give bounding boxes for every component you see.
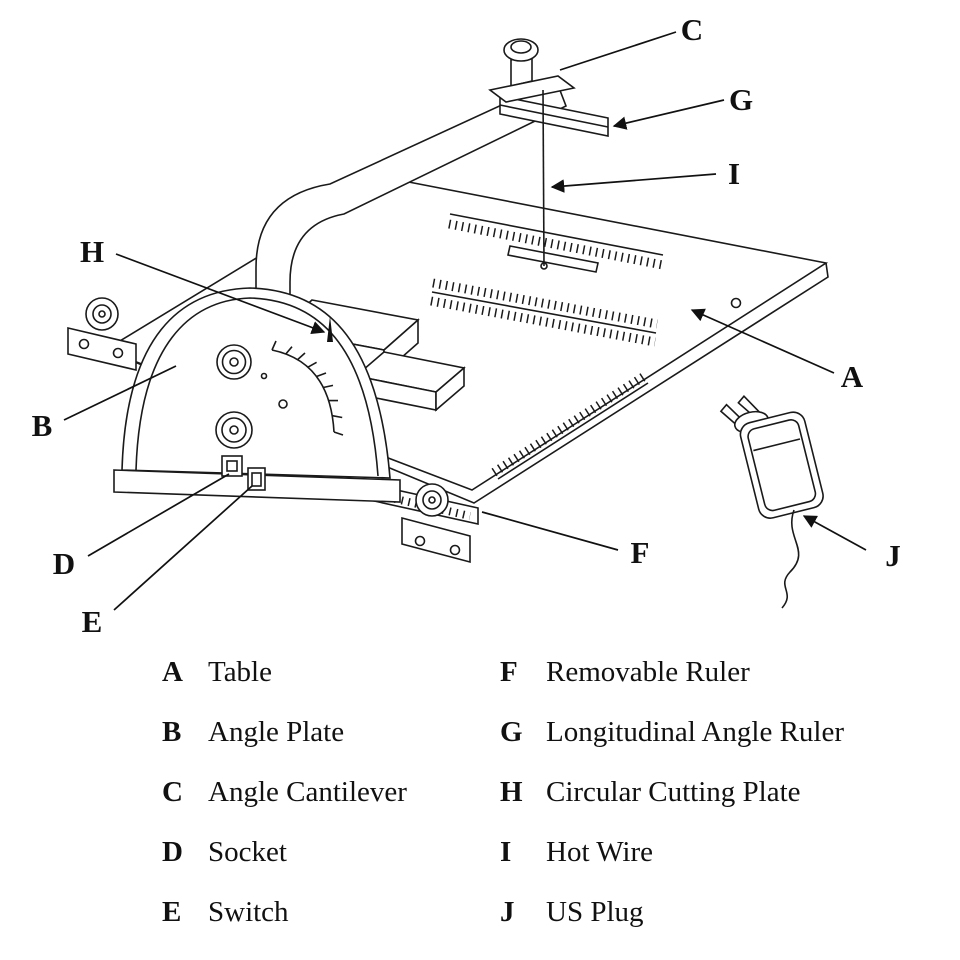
callout-line-H bbox=[115, 253, 326, 335]
callout-lines bbox=[63, 31, 867, 611]
legend-label-B: Angle Plate bbox=[208, 715, 345, 748]
legend-key-J: J bbox=[500, 895, 515, 928]
callout-line-J bbox=[802, 515, 867, 551]
power-adapter bbox=[719, 395, 824, 609]
callout-line-E bbox=[113, 485, 253, 611]
callout-letter-E: E bbox=[82, 604, 103, 638]
angle-scale bbox=[271, 340, 344, 436]
legend-label-F: Removable Ruler bbox=[546, 655, 750, 688]
longitudinal-angle-ruler bbox=[499, 95, 609, 137]
callout-line-B bbox=[63, 365, 177, 421]
callout-letter-A: A bbox=[841, 359, 864, 394]
legend-key-H: H bbox=[500, 775, 523, 808]
legend-key-A: A bbox=[162, 655, 183, 688]
legend-label-D: Socket bbox=[208, 835, 287, 868]
legend-item-H: H Circular Cutting Plate bbox=[500, 762, 844, 822]
hot-wire bbox=[540, 89, 548, 270]
callout-letter-H: H bbox=[80, 234, 104, 269]
legend-key-G: G bbox=[500, 715, 523, 748]
table-rulers bbox=[430, 213, 664, 480]
legend-label-E: Switch bbox=[208, 895, 289, 928]
right-foot-bracket bbox=[401, 483, 471, 564]
angle-plate-knob-upper bbox=[216, 344, 252, 380]
legend-item-A: A Table bbox=[162, 642, 500, 702]
legend-item-F: F Removable Ruler bbox=[500, 642, 844, 702]
callout-line-I bbox=[550, 173, 717, 193]
callout-line-G bbox=[612, 99, 725, 130]
legend-label-H: Circular Cutting Plate bbox=[546, 775, 801, 808]
legend-item-J: J US Plug bbox=[500, 882, 844, 942]
top-knob bbox=[488, 38, 576, 103]
angle-plate-knob-lower bbox=[215, 411, 253, 449]
legend-key-C: C bbox=[162, 775, 183, 808]
callout-line-C bbox=[559, 31, 677, 71]
legend-item-C: C Angle Cantilever bbox=[162, 762, 500, 822]
foam-cutter-drawing: C G I H A B D E F J bbox=[32, 12, 901, 638]
callout-letter-G: G bbox=[729, 82, 753, 117]
callout-letter-B: B bbox=[32, 408, 53, 443]
angle-plate bbox=[113, 287, 401, 503]
plug-cord bbox=[781, 509, 800, 609]
callout-letter-J: J bbox=[885, 538, 901, 573]
socket bbox=[221, 455, 243, 477]
legend-item-B: B Angle Plate bbox=[162, 702, 500, 762]
legend-key-F: F bbox=[500, 655, 518, 688]
legend-item-D: D Socket bbox=[162, 822, 500, 882]
parts-diagram: C G I H A B D E F J bbox=[32, 12, 901, 638]
legend-item-E: E Switch bbox=[162, 882, 500, 942]
wire-slot bbox=[507, 245, 599, 273]
callout-line-D bbox=[87, 473, 230, 557]
legend-label-J: US Plug bbox=[546, 895, 644, 928]
callout-letters: C G I H A B D E F J bbox=[32, 12, 901, 638]
callout-letter-I: I bbox=[728, 156, 740, 191]
callout-line-A bbox=[690, 308, 835, 374]
legend-label-A: Table bbox=[208, 655, 272, 688]
legend-key-I: I bbox=[500, 835, 512, 868]
callout-letter-F: F bbox=[631, 535, 650, 570]
legend-key-D: D bbox=[162, 835, 183, 868]
legend-item-G: G Longitudinal Angle Ruler bbox=[500, 702, 844, 762]
callout-letter-C: C bbox=[681, 12, 703, 47]
legend: A Table B Angle Plate C Angle Cantilever… bbox=[162, 642, 960, 942]
legend-label-C: Angle Cantilever bbox=[208, 775, 407, 808]
left-foot-bracket bbox=[67, 297, 137, 372]
legend-column-left: A Table B Angle Plate C Angle Cantilever… bbox=[162, 642, 500, 942]
callout-line-F bbox=[481, 511, 619, 551]
legend-item-I: I Hot Wire bbox=[500, 822, 844, 882]
legend-key-E: E bbox=[162, 895, 182, 928]
legend-key-B: B bbox=[162, 715, 182, 748]
callout-letter-D: D bbox=[53, 546, 75, 581]
legend-label-G: Longitudinal Angle Ruler bbox=[546, 715, 845, 748]
legend-label-I: Hot Wire bbox=[546, 835, 654, 868]
cutting-pin bbox=[327, 316, 333, 342]
switch bbox=[247, 467, 266, 491]
legend-column-right: F Removable Ruler G Longitudinal Angle R… bbox=[500, 642, 844, 942]
